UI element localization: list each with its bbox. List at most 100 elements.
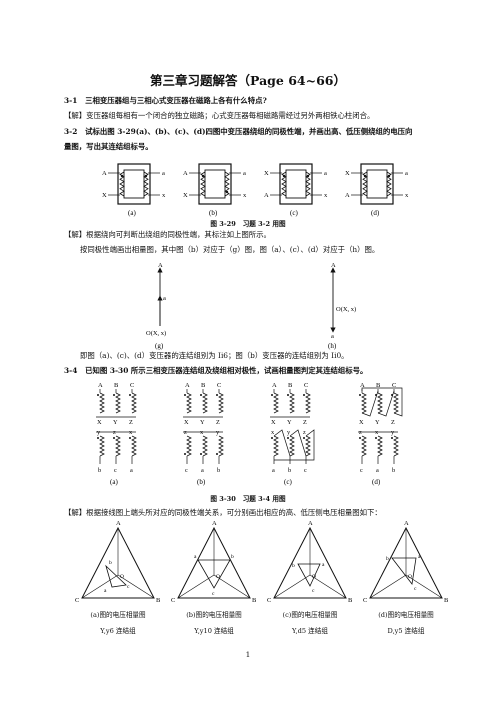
terminal-label: x bbox=[243, 192, 247, 199]
winding-coil bbox=[377, 435, 383, 457]
polarity-dot bbox=[184, 394, 186, 396]
high-voltage-triangle bbox=[369, 526, 443, 599]
question-text: 已知图 3-30 所示三相变压器连结组及绕组相对极性，试画相量图判定其连结组标号… bbox=[85, 366, 368, 375]
subfigure-label: (b) bbox=[197, 478, 206, 486]
question-3-4: 3-4 已知图 3-30 所示三相变压器连结组及绕组相对极性，试画相量图判定其连… bbox=[64, 366, 367, 375]
answer-3-2-result: 即图（a)、(c)、(d）变压器的连结组别为 Ii6；图（b）变压器的连结组别为… bbox=[80, 351, 349, 360]
terminal-label: C bbox=[217, 382, 221, 389]
polarity-dot bbox=[359, 437, 361, 439]
phasor-group-b: Y,y10 连结组 bbox=[194, 627, 234, 635]
question-number: 3-2 bbox=[64, 127, 78, 136]
terminal-label: Y bbox=[375, 419, 380, 426]
terminal-label: Y bbox=[287, 419, 292, 426]
vertex-label: O bbox=[408, 574, 412, 580]
terminal-label: z bbox=[359, 429, 362, 436]
terminal-label: X bbox=[184, 419, 189, 426]
phasor-caption-d: (d)图的电压相量图 bbox=[378, 611, 434, 619]
core-window bbox=[204, 169, 226, 199]
core-frame bbox=[279, 163, 313, 205]
terminal-label: x bbox=[200, 429, 204, 436]
terminal-label: y bbox=[287, 429, 291, 436]
winding-coil bbox=[131, 392, 137, 414]
terminal-label: a bbox=[162, 170, 165, 177]
winding-coil bbox=[186, 435, 192, 457]
question-text: 三相变压器组与三相心式变压器在磁路上各有什么特点? bbox=[85, 96, 267, 105]
delta-connection bbox=[361, 387, 403, 417]
vertex-label: O bbox=[120, 574, 124, 580]
terminal-label: z bbox=[113, 429, 116, 436]
vertex-label: C bbox=[75, 597, 79, 604]
answer-3-1: 【解】变压器组每相有一个闭合的独立磁路；心式变压器每相磁路需经过另外两相铁心柱闭… bbox=[64, 111, 375, 120]
question-text-line2: 量图，写出其连结组标号。 bbox=[64, 142, 153, 151]
phasor-caption-a: (a)图的电压相量图 bbox=[90, 611, 146, 619]
terminal-label: X bbox=[264, 170, 269, 177]
phasor-label: a bbox=[163, 295, 166, 302]
phasor-label: A bbox=[331, 262, 336, 269]
vertex-label: c bbox=[212, 591, 215, 597]
vertex-label: a bbox=[418, 554, 421, 560]
answer-3-4: 【解】根据接线图上端头所对应的同极性端关系，可分别画出相应的高、低压侧电压相量图… bbox=[64, 508, 382, 517]
page-title: 第三章习题解答（Page 64~66） bbox=[150, 73, 346, 88]
vertex-label: B bbox=[252, 597, 257, 604]
vertex-label: b bbox=[231, 554, 234, 560]
question-number: 3-1 bbox=[64, 96, 78, 105]
core-window bbox=[366, 169, 388, 199]
polarity-dot bbox=[359, 394, 361, 396]
subfigure-label: (d) bbox=[371, 209, 380, 217]
terminal-label: X bbox=[97, 419, 102, 426]
terminal-label: B bbox=[376, 382, 381, 389]
vertex-label: B bbox=[156, 597, 161, 604]
terminal-label: A bbox=[360, 382, 365, 389]
terminal-label: c bbox=[114, 467, 117, 474]
terminal-label: C bbox=[130, 382, 134, 389]
terminal-label: Y bbox=[113, 419, 118, 426]
terminal-label: B bbox=[201, 382, 206, 389]
core-window bbox=[285, 169, 307, 199]
terminal-label: b bbox=[217, 467, 220, 474]
figure-3-30-caption: 图 3-30 习题 3-4 用图 bbox=[210, 495, 286, 503]
terminal-label: b bbox=[288, 467, 291, 474]
terminal-label: Z bbox=[303, 419, 307, 426]
terminal-label: y bbox=[97, 429, 101, 436]
vertex-label: b bbox=[386, 556, 389, 562]
question-3-2: 3-2 试标出图 3-29(a)、(b)、(c)、(d)四图中变压器绕组的同极性… bbox=[64, 127, 412, 136]
polarity-dot bbox=[282, 174, 286, 178]
terminal-label: a bbox=[130, 467, 133, 474]
terminal-label: A bbox=[98, 382, 103, 389]
phase-line bbox=[177, 574, 215, 599]
phasor-label: O(X, x) bbox=[336, 306, 356, 313]
low-voltage-triangle bbox=[297, 563, 321, 587]
phasor-group-a: Y,y6 连结组 bbox=[100, 627, 136, 635]
winding-coil bbox=[115, 392, 121, 414]
high-voltage-triangle bbox=[177, 526, 251, 599]
vertex-label: B bbox=[444, 597, 449, 604]
phase-line bbox=[369, 574, 407, 599]
winding-coil bbox=[218, 435, 224, 457]
terminal-label: A bbox=[345, 192, 350, 199]
terminal-label: A bbox=[272, 382, 277, 389]
phasor-label: O(X, x) bbox=[146, 330, 166, 337]
polarity-dot bbox=[303, 437, 305, 439]
vertex-label: B bbox=[348, 597, 353, 604]
vertex-label: O bbox=[216, 574, 220, 580]
polarity-dot bbox=[363, 174, 367, 178]
winding-coil bbox=[273, 435, 279, 457]
vertex-label: c bbox=[127, 584, 130, 590]
high-voltage-triangle bbox=[81, 526, 155, 599]
phasor-group-c: Y,d5 连结组 bbox=[292, 627, 328, 635]
winding-coil bbox=[305, 392, 311, 414]
winding-coil bbox=[131, 435, 137, 457]
vertex-label: A bbox=[308, 520, 313, 527]
question-text-line1: 试标出图 3-29(a)、(b)、(c)、(d)四图中变压器绕组的同极性端，并画… bbox=[85, 127, 413, 136]
terminal-label: A bbox=[264, 192, 269, 199]
terminal-label: Y bbox=[200, 419, 205, 426]
subfigure-label: (d) bbox=[372, 478, 381, 486]
subfigure-label: (h) bbox=[328, 342, 337, 350]
terminal-label: x bbox=[162, 192, 166, 199]
subfigure-label: (g) bbox=[155, 342, 164, 350]
